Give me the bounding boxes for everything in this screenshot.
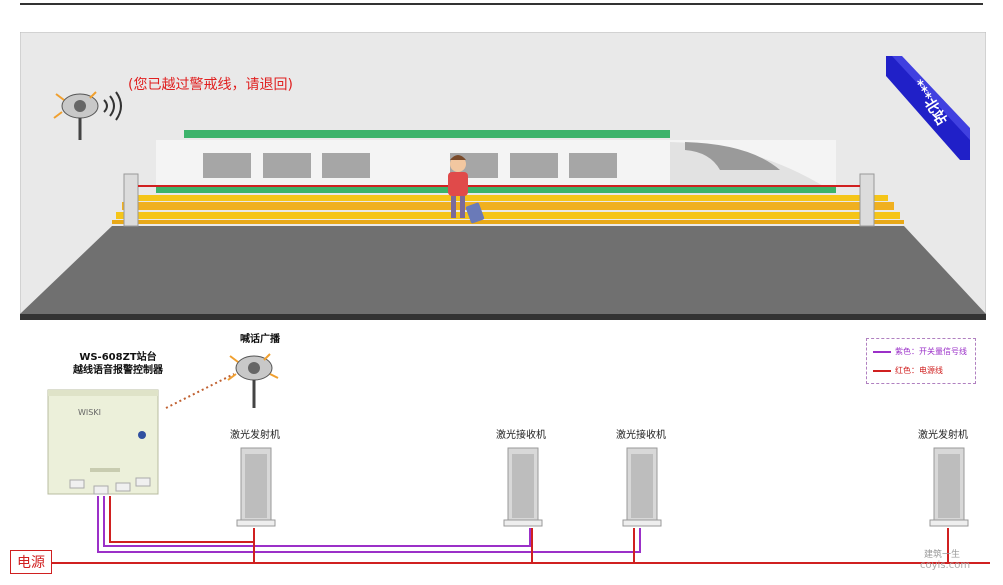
device-transmitter-1: [236, 447, 276, 527]
broadcast-speaker-icon: [227, 353, 279, 408]
legend-label-power: 红色：电源线: [895, 366, 943, 375]
safety-line-4: [112, 220, 904, 224]
device-label-receiver-1: 激光接收机: [496, 430, 546, 441]
wiring-diagram: WISKI: [47, 353, 990, 564]
legend-swatch-signal: [873, 350, 891, 353]
broadcast-label: 喊话广播: [240, 334, 280, 345]
signal-wire-1: [97, 496, 641, 553]
legend-label-signal: 紫色：开关量信号线: [895, 347, 967, 356]
watermark-text: 建筑一生: [924, 550, 961, 560]
legend-swatch-power: [873, 369, 891, 372]
platform: [20, 226, 986, 314]
watermark-url: coyis.com: [920, 560, 971, 571]
device-label-transmitter-2: 激光发射机: [918, 430, 968, 441]
device-receiver-2: [622, 447, 662, 527]
legend: 紫色：开关量信号线 红色：电源线: [866, 338, 976, 384]
controller-brand: WISKI: [78, 408, 101, 417]
device-label-receiver-2: 激光接收机: [616, 430, 666, 441]
device-transmitter-2: [929, 447, 969, 527]
controller-title-line2: 越线语音报警控制器: [73, 365, 163, 376]
signal-wire-2: [103, 496, 531, 547]
legend-item-power: 红色：电源线: [873, 365, 943, 377]
controller-box: [47, 389, 159, 495]
scene-post-left: [123, 173, 139, 227]
station-scene: [20, 32, 986, 320]
power-label: 电源: [10, 550, 52, 574]
device-label-transmitter-1: 激光发射机: [230, 430, 280, 441]
device-receiver-1: [503, 447, 543, 527]
controller-title: WS-608ZT站台 越线语音报警控制器: [48, 351, 188, 377]
warning-speech-text: (您已越过警戒线，请退回): [128, 77, 293, 93]
safety-line-2: [122, 202, 894, 210]
train-bottom-stripe: [156, 185, 836, 193]
legend-item-signal: 紫色：开关量信号线: [873, 346, 967, 358]
scene-base: [20, 314, 986, 320]
station-sign: [886, 56, 970, 160]
train: [156, 130, 836, 194]
scene-speaker-icon: [53, 91, 122, 140]
safety-line-1: [128, 195, 888, 201]
safety-line-3: [116, 212, 900, 219]
broadcast-link: [165, 373, 235, 409]
person-figure: [448, 155, 485, 224]
scene-post-right: [859, 173, 875, 227]
top-rule: [20, 3, 983, 5]
train-roof-stripe: [184, 130, 670, 138]
controller-title-line1: WS-608ZT站台: [79, 352, 157, 363]
